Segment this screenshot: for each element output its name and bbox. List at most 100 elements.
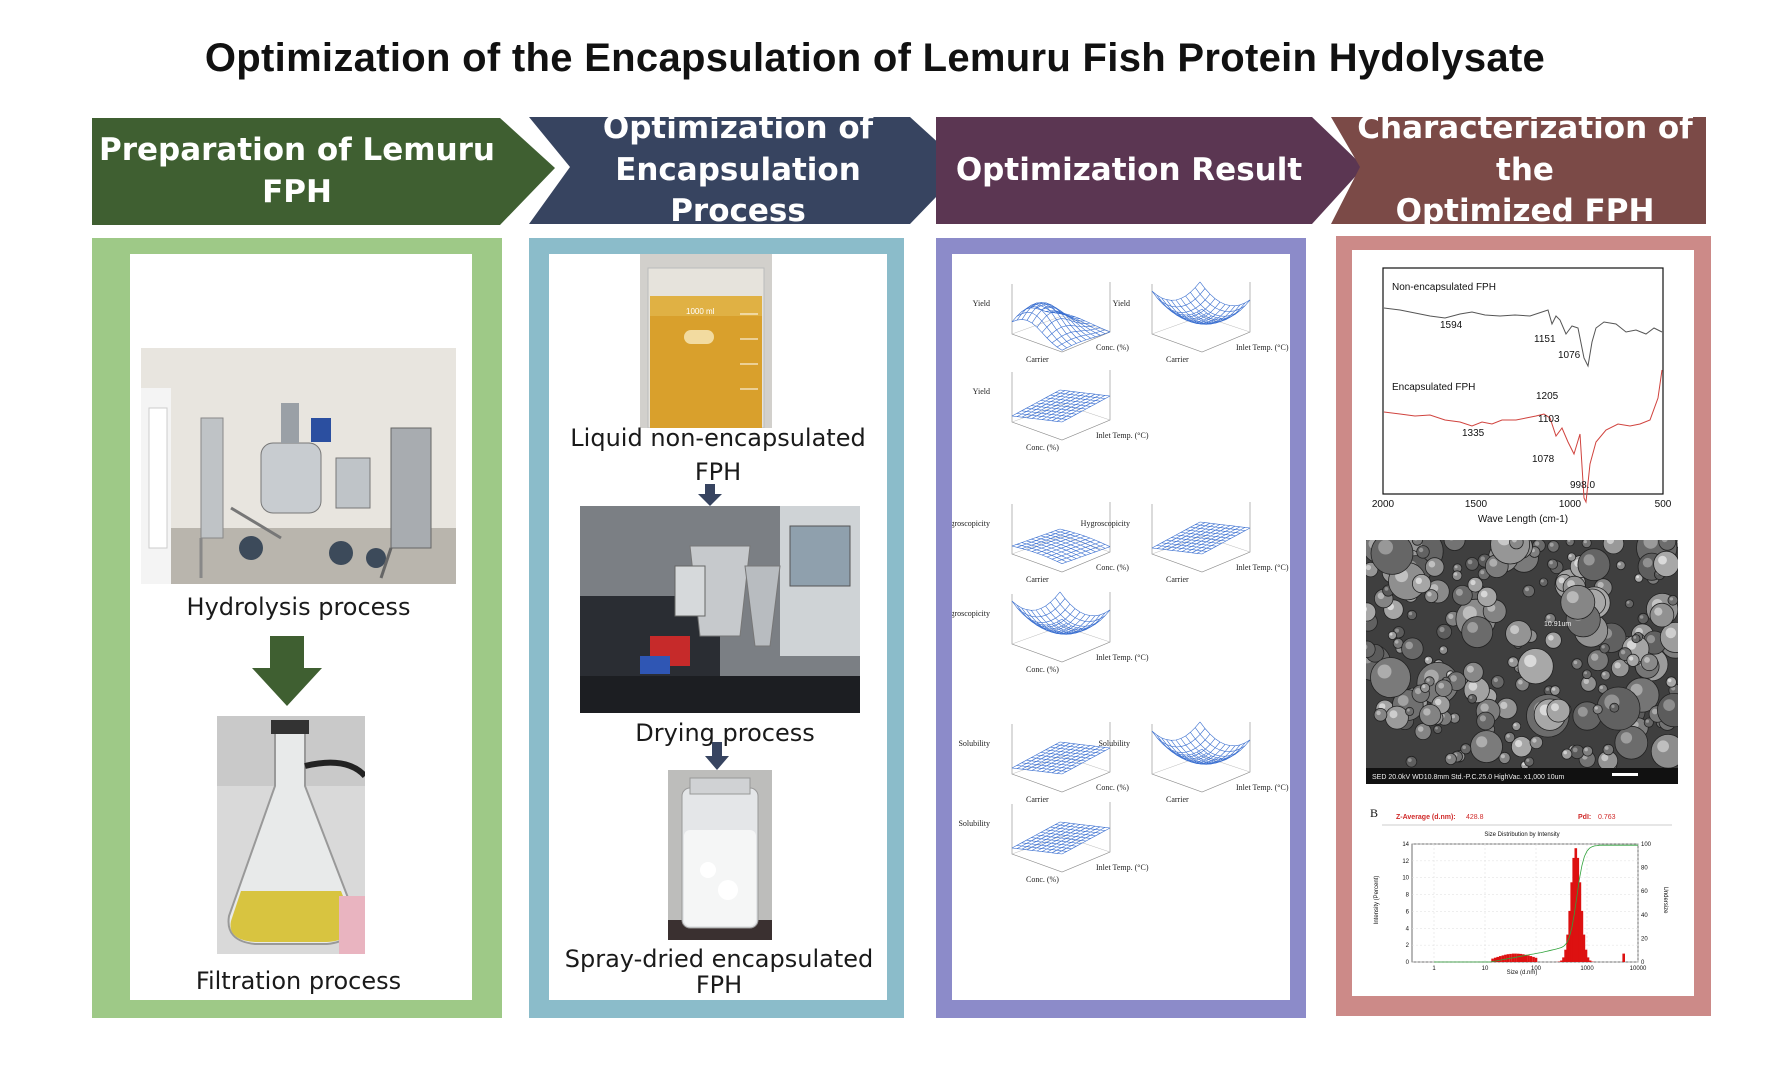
sem-particle-highlight	[1665, 627, 1677, 639]
sem-particle-highlight	[1497, 540, 1511, 546]
sem-particle	[1401, 637, 1424, 660]
sem-particle-highlight	[1644, 657, 1650, 663]
psd-bar	[1582, 934, 1586, 962]
rsm-mesh-line	[1055, 530, 1106, 549]
rsm-axis-back	[1201, 535, 1251, 553]
sem-particle	[1571, 658, 1583, 670]
sem-particle	[1567, 552, 1577, 562]
rsm-axes	[1011, 282, 1111, 353]
psd-bar	[1491, 958, 1494, 962]
rsm-mesh-line	[1061, 827, 1111, 855]
sem-particle-highlight	[1449, 540, 1454, 541]
rsm-mesh-line	[1201, 299, 1251, 319]
psd-bar	[1514, 953, 1517, 962]
rsm-factor-b-label: Inlet Temp. (°C)	[1236, 343, 1289, 352]
psd-bar	[1586, 957, 1590, 962]
rsm-mesh-line	[1045, 397, 1096, 405]
psd-bar	[1529, 956, 1533, 962]
sem-particle-highlight	[1540, 579, 1544, 583]
psd-bar	[1527, 955, 1530, 962]
sem-particle-highlight	[1515, 740, 1523, 748]
sem-particle-highlight	[1658, 555, 1667, 565]
header-shape-2	[529, 117, 965, 224]
rsm-mesh-line	[1051, 746, 1101, 774]
rsm-mesh-line	[1061, 395, 1111, 423]
sem-particle-highlight	[1566, 591, 1579, 604]
sem-particle-highlight	[1389, 710, 1398, 719]
rsm-mesh-line	[1046, 825, 1096, 853]
step3-header-line1: Optimization Result	[955, 151, 1303, 188]
rsm-plot: HygroscopicityCarrierConc. (%)	[952, 502, 1129, 584]
rsm-axes	[1011, 592, 1111, 663]
psd-bar	[1516, 953, 1520, 962]
psd-z-label: Z-Average (d.nm):	[1396, 814, 1456, 821]
step2-header-line2: Encapsulation Process	[615, 151, 861, 230]
psd-bar	[1524, 954, 1528, 962]
sem-particle	[1490, 675, 1505, 689]
rsm-mesh-line	[1056, 544, 1106, 562]
psd-y2tick: 0	[1641, 960, 1645, 966]
sem-particle-highlight	[1645, 719, 1649, 723]
rsm-mesh-line	[1195, 524, 1246, 531]
ftir-peak-1594: 1594	[1440, 320, 1463, 331]
sem-particle-highlight	[1366, 564, 1371, 571]
sem-particle-highlight	[1548, 635, 1554, 641]
step1-header-line2: FPH	[262, 173, 332, 210]
sem-particle-highlight	[1389, 632, 1393, 636]
rsm-mesh-line	[1061, 331, 1111, 351]
header-shape-1	[92, 118, 555, 225]
sem-particle	[1592, 704, 1603, 715]
header-chevrons	[92, 117, 1706, 225]
sem-particle	[1406, 609, 1418, 621]
sem-particle	[1609, 702, 1620, 713]
rsm-response-label: Hygroscopicity	[1081, 519, 1130, 528]
psd-bar	[1501, 955, 1505, 962]
rsm-plot: HygroscopicityConc. (%)Inlet Temp. (°C)	[952, 591, 1149, 674]
psd-z-value: 428.8	[1466, 814, 1484, 821]
rsm-factor-b-label: Inlet Temp. (°C)	[1236, 563, 1289, 572]
rsm-mesh-line	[1055, 312, 1106, 334]
sem-particle-highlight	[1469, 696, 1473, 699]
sem-particle	[1433, 724, 1443, 734]
sem-particle-highlight	[1500, 754, 1505, 759]
sem-particle-highlight	[1462, 745, 1466, 750]
rsm-factor-b-label: Conc. (%)	[1096, 563, 1129, 572]
sem-info-text: SED 20.0kV WD10.8mm Std.-P.C.25.0 HighVa…	[1372, 774, 1565, 781]
rsm-mesh-line	[1151, 730, 1203, 756]
sem-particle-highlight	[1594, 706, 1598, 710]
psd-bar	[1519, 953, 1522, 962]
rsm-mesh-line	[1051, 327, 1101, 344]
rsm-factor-b-label: Inlet Temp. (°C)	[1096, 863, 1149, 872]
psd-undersize-curve	[1434, 844, 1638, 963]
sem-particle-highlight	[1440, 647, 1444, 651]
sem-particle-highlight	[1573, 660, 1578, 665]
sem-particle-highlight	[1447, 755, 1452, 760]
sem-particle-highlight	[1493, 677, 1498, 683]
filtration-caption: Filtration process	[195, 967, 402, 995]
sem-particle-highlight	[1661, 540, 1668, 543]
sem-particle	[1416, 545, 1430, 559]
sem-particle	[1411, 573, 1432, 594]
rsm-mesh-line	[1021, 542, 1072, 561]
rsm-axis-back	[1011, 625, 1063, 645]
sem-particle-highlight	[1512, 540, 1517, 543]
ftir-line-encapsulated	[1383, 369, 1663, 504]
sem-particle-highlight	[1439, 626, 1445, 633]
rsm-mesh-line	[1041, 615, 1091, 635]
rsm-mesh-line	[1190, 292, 1241, 317]
ftir-tick-1500: 1500	[1465, 499, 1488, 510]
rsm-mesh-line	[1040, 535, 1091, 554]
sem-particle-highlight	[1397, 695, 1409, 706]
sem-particle	[1546, 698, 1571, 723]
rsm-mesh-line	[1191, 526, 1241, 554]
sem-particle-highlight	[1384, 587, 1389, 591]
rsm-mesh-line	[1051, 826, 1101, 854]
sem-particle-highlight	[1451, 714, 1455, 719]
step3-header: Optimization Result	[936, 117, 1322, 224]
rsm-mesh-line	[1059, 312, 1111, 333]
sem-particle-highlight	[1518, 679, 1523, 685]
psd-ytick: 4	[1406, 926, 1410, 932]
sem-particle	[1653, 550, 1678, 577]
